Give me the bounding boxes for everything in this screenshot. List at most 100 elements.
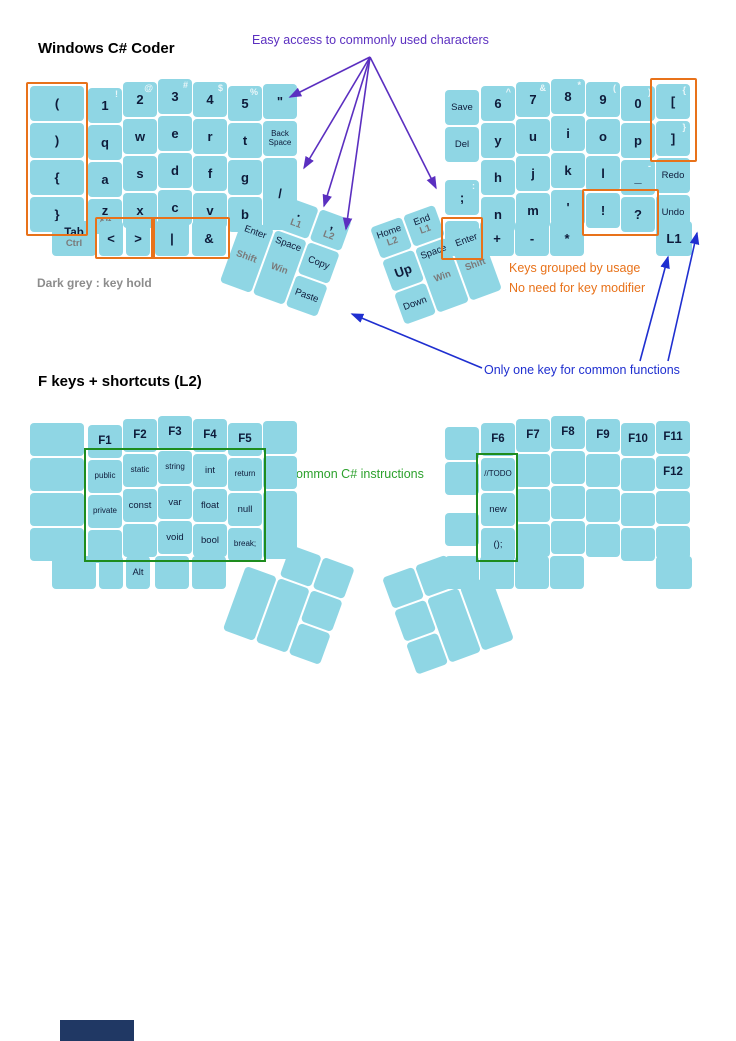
key-5[interactable]: %5 (228, 86, 262, 121)
key-open-bracket[interactable]: {[ (656, 84, 690, 119)
key-blank[interactable] (123, 524, 157, 557)
key-e[interactable]: e (158, 116, 192, 151)
key-blank[interactable] (263, 456, 297, 489)
key-g[interactable]: g (228, 160, 262, 195)
key-apostrophe[interactable]: ' (551, 190, 585, 225)
key-8[interactable]: *8 (551, 79, 585, 114)
key-blank[interactable] (30, 493, 84, 526)
key-blank[interactable] (586, 454, 620, 487)
key-open-paren[interactable]: ( (30, 86, 84, 121)
key-back-space[interactable]: Back Space (263, 121, 297, 156)
key-blank[interactable] (656, 491, 690, 524)
key-blank[interactable] (621, 493, 655, 526)
key-var[interactable]: var (158, 486, 192, 519)
key-blank[interactable] (516, 524, 550, 557)
key-blank[interactable] (445, 427, 479, 460)
key-s[interactable]: s (123, 156, 157, 191)
key-h[interactable]: h (481, 160, 515, 195)
key-blank[interactable] (551, 451, 585, 484)
key-save[interactable]: Save (445, 90, 479, 125)
key-static[interactable]: static (123, 454, 157, 487)
key-d[interactable]: d (158, 153, 192, 188)
key-blank[interactable] (515, 556, 549, 589)
key-blank[interactable] (586, 489, 620, 522)
key-semicolon[interactable]: :; (445, 180, 479, 215)
key-blank[interactable] (551, 521, 585, 554)
key-w[interactable]: w (123, 119, 157, 154)
key-question[interactable]: ? (621, 197, 655, 232)
key-f3[interactable]: F3 (158, 416, 192, 449)
key-parens-semicolon[interactable]: (); (481, 528, 515, 561)
key-blank[interactable] (263, 421, 297, 454)
key-void[interactable]: void (158, 521, 192, 554)
key-blank[interactable] (551, 486, 585, 519)
key-break[interactable]: break; (228, 528, 262, 561)
key-2[interactable]: @2 (123, 82, 157, 117)
key-f10[interactable]: F10 (621, 423, 655, 456)
key-blank[interactable] (656, 556, 692, 589)
key-string[interactable]: string (158, 451, 192, 484)
key-new[interactable]: new (481, 493, 515, 526)
key-f1[interactable]: F1 (88, 425, 122, 458)
key-blank[interactable] (550, 556, 584, 589)
key-c[interactable]: c (158, 190, 192, 225)
key-blank[interactable] (516, 454, 550, 487)
key-open-brace[interactable]: { (30, 160, 84, 195)
key-todo[interactable]: //TODO (481, 458, 515, 491)
key-blank[interactable] (30, 528, 84, 561)
key-u[interactable]: u (516, 119, 550, 154)
key-double-quote[interactable]: " (263, 84, 297, 119)
key-float[interactable]: float (193, 489, 227, 522)
key-k[interactable]: k (551, 153, 585, 188)
key-4[interactable]: $4 (193, 82, 227, 117)
key-blank[interactable] (621, 528, 655, 561)
key-f6[interactable]: F6 (481, 423, 515, 456)
key-blank[interactable] (586, 524, 620, 557)
key-f8[interactable]: F8 (551, 416, 585, 449)
key-minus[interactable]: - (515, 221, 549, 256)
key-exclamation[interactable]: ! (586, 193, 620, 228)
key-f7[interactable]: F7 (516, 419, 550, 452)
key-blank[interactable] (445, 462, 479, 495)
key-pipe[interactable]: | (155, 221, 189, 256)
key-l[interactable]: l (586, 156, 620, 191)
key-blank[interactable] (656, 526, 690, 559)
key-close-bracket[interactable]: }] (656, 121, 690, 156)
key-f4[interactable]: F4 (193, 419, 227, 452)
key-public[interactable]: public (88, 460, 122, 493)
key-blank[interactable] (445, 513, 479, 546)
key-0[interactable]: )0 (621, 86, 655, 121)
key-close-paren[interactable]: ) (30, 123, 84, 158)
key-blank[interactable] (516, 489, 550, 522)
key-less-than[interactable]: < (99, 221, 123, 256)
key-r[interactable]: r (193, 119, 227, 154)
key-t[interactable]: t (228, 123, 262, 158)
key-6[interactable]: ^6 (481, 86, 515, 121)
key-redo[interactable]: Redo (656, 158, 690, 193)
key-o[interactable]: o (586, 119, 620, 154)
key-p[interactable]: p (621, 123, 655, 158)
key-1[interactable]: !1 (88, 88, 122, 123)
key-f[interactable]: f (193, 156, 227, 191)
key-blank[interactable] (30, 423, 84, 456)
key-greater-than[interactable]: > (126, 221, 150, 256)
key-const[interactable]: const (123, 489, 157, 522)
key-j[interactable]: j (516, 156, 550, 191)
key-private[interactable]: private (88, 495, 122, 528)
key-f2[interactable]: F2 (123, 419, 157, 452)
key-blank[interactable] (621, 458, 655, 491)
key-9[interactable]: (9 (586, 82, 620, 117)
key-return[interactable]: return (228, 458, 262, 491)
key-q[interactable]: q (88, 125, 122, 160)
key-a[interactable]: a (88, 162, 122, 197)
key-asterisk[interactable]: * (550, 221, 584, 256)
key-ampersand[interactable]: & (192, 221, 226, 256)
key-f11[interactable]: F11 (656, 421, 690, 454)
key-blank[interactable] (30, 458, 84, 491)
key-del[interactable]: Del (445, 127, 479, 162)
key-i[interactable]: i (551, 116, 585, 151)
key-f12[interactable]: F12 (656, 456, 690, 489)
key-f9[interactable]: F9 (586, 419, 620, 452)
key-bool[interactable]: bool (193, 524, 227, 557)
